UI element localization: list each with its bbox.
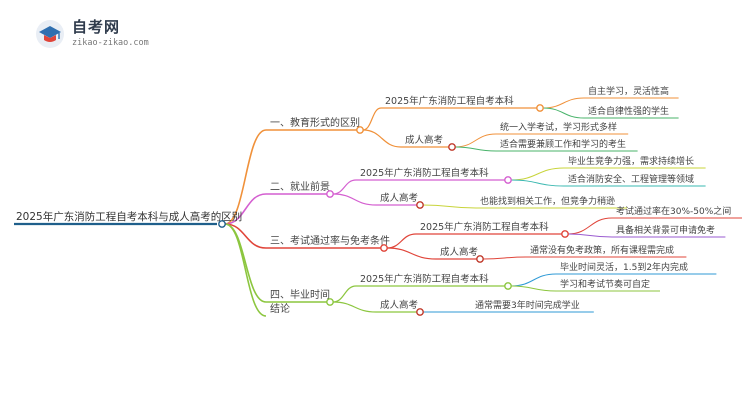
- leaf-link: [510, 179, 565, 187]
- leaf-label[interactable]: 适合自律性强的学生: [588, 105, 669, 117]
- leaf-link: [542, 97, 585, 109]
- group-link: [332, 179, 357, 195]
- group-link: [332, 193, 377, 206]
- group-label[interactable]: 2025年广东消防工程自考本科: [360, 273, 489, 285]
- branch-link: [224, 223, 267, 249]
- group-node[interactable]: [416, 201, 424, 209]
- group-link: [332, 301, 377, 313]
- leaf-label[interactable]: 适合消防安全、工程管理等领域: [568, 173, 694, 185]
- site-logo[interactable]: 自考网 zikao-zikao.com: [34, 14, 174, 54]
- branch-link: [224, 223, 267, 317]
- branch-4-label[interactable]: 四、毕业时间: [270, 288, 330, 301]
- leaf-label[interactable]: 通常没有免考政策，所有课程需完成: [530, 244, 674, 256]
- group-link: [362, 107, 382, 131]
- branch-4-node[interactable]: [326, 298, 334, 306]
- group-link: [386, 247, 437, 260]
- group-node[interactable]: [448, 143, 456, 151]
- branch-1-node[interactable]: [356, 126, 364, 134]
- leaf-link: [567, 233, 613, 238]
- leaf-label[interactable]: 适合需要兼顾工作和学习的考生: [500, 138, 626, 150]
- group-label[interactable]: 2025年广东消防工程自考本科: [360, 167, 489, 179]
- branch-link: [224, 129, 267, 225]
- group-label[interactable]: 成人高考: [405, 134, 443, 146]
- leaf-label[interactable]: 毕业时间灵活，1.5到2年内完成: [560, 261, 688, 273]
- leaf-label[interactable]: 毕业生竞争力强，需求持续增长: [568, 155, 694, 167]
- leaf-link: [454, 133, 497, 148]
- mindmap-nodes: 2025年广东消防工程自考本科与成人高考的区别 一、教育形式的区别 2025年广东消…: [16, 85, 731, 316]
- leaf-link: [482, 256, 527, 260]
- branch-link: [224, 193, 267, 225]
- leaf-link: [422, 204, 477, 209]
- group-node[interactable]: [561, 230, 569, 238]
- group-label[interactable]: 2025年广东消防工程自考本科: [420, 221, 549, 233]
- graduation-cap-icon: [36, 20, 64, 48]
- leaf-link: [510, 167, 565, 181]
- root-topic[interactable]: 2025年广东消防工程自考本科与成人高考的区别: [16, 210, 242, 223]
- group-label[interactable]: 成人高考: [380, 299, 418, 311]
- group-label[interactable]: 成人高考: [440, 246, 478, 258]
- branch-1-label[interactable]: 一、教育形式的区别: [270, 116, 360, 129]
- group-link: [362, 129, 402, 148]
- branch-5-label[interactable]: 结论: [270, 302, 290, 315]
- leaf-label[interactable]: 通常需要3年时间完成学业: [475, 299, 580, 311]
- root-node[interactable]: [218, 220, 226, 228]
- logo-title: 自考网: [72, 18, 121, 36]
- logo-url: zikao-zikao.com: [72, 38, 149, 48]
- leaf-link: [510, 285, 557, 292]
- group-node[interactable]: [476, 255, 484, 263]
- leaf-label[interactable]: 自主学习，灵活性高: [588, 85, 669, 97]
- leaf-label[interactable]: 统一入学考试，学习形式多样: [500, 121, 617, 133]
- group-label[interactable]: 成人高考: [380, 192, 418, 204]
- group-link: [386, 233, 417, 249]
- leaf-link: [454, 146, 497, 152]
- leaf-label[interactable]: 具备相关背景可申请免考: [616, 224, 715, 236]
- leaf-link: [510, 273, 557, 287]
- leaf-label[interactable]: 也能找到相关工作，但竞争力稍逊: [480, 195, 615, 207]
- leaf-label[interactable]: 考试通过率在30%-50%之间: [616, 205, 731, 217]
- leaf-link: [567, 217, 613, 235]
- branch-3-label[interactable]: 三、考试通过率与免考条件: [270, 234, 390, 247]
- group-node[interactable]: [536, 104, 544, 112]
- leaf-link: [542, 107, 585, 119]
- group-node[interactable]: [504, 282, 512, 290]
- mindmap-links: [14, 97, 742, 317]
- group-node[interactable]: [504, 176, 512, 184]
- branch-2-label[interactable]: 二、就业前景: [270, 180, 330, 193]
- group-node[interactable]: [416, 308, 424, 316]
- group-label[interactable]: 2025年广东消防工程自考本科: [385, 95, 514, 107]
- group-link: [332, 285, 357, 303]
- branch-3-node[interactable]: [380, 244, 388, 252]
- leaf-label[interactable]: 学习和考试节奏可自定: [560, 278, 650, 290]
- branch-2-node[interactable]: [326, 190, 334, 198]
